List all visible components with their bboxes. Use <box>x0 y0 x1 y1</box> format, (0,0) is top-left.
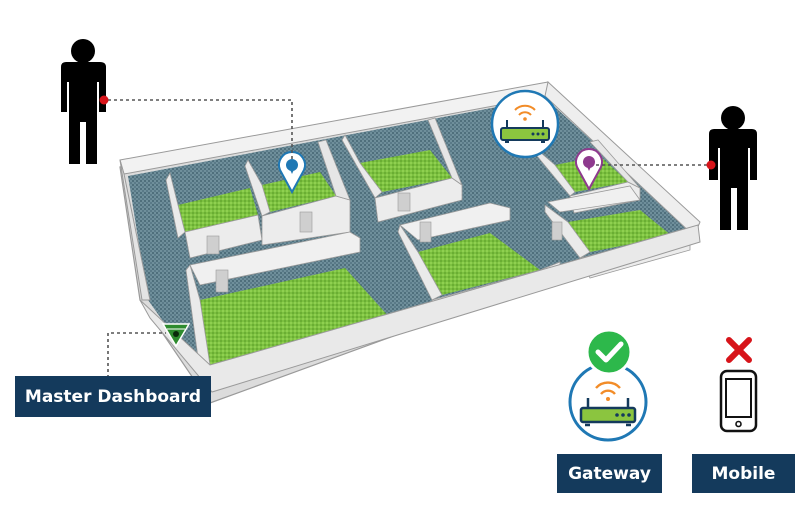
room-7 <box>185 231 390 373</box>
room-1 <box>165 171 263 259</box>
smartphone-icon <box>719 369 758 433</box>
mobile-label: Mobile <box>692 454 795 493</box>
purple-location-tag-icon <box>575 148 603 192</box>
wrist-tag-right-icon <box>706 160 716 170</box>
connector-lines <box>107 99 712 378</box>
cross-mark-icon <box>726 337 752 363</box>
front-wall <box>139 224 701 393</box>
person-right-icon <box>709 106 757 230</box>
dashboard-marker-icon <box>161 323 191 348</box>
master-dashboard-label: Master Dashboard <box>15 376 211 417</box>
gateway-in-building <box>490 89 560 159</box>
room-3 <box>341 117 463 223</box>
router-large-icon <box>579 381 637 427</box>
room-2 <box>244 139 351 246</box>
gateway-ring <box>490 89 560 159</box>
person-left-icon <box>61 39 106 164</box>
wrist-tag-left-icon <box>99 95 109 105</box>
building <box>119 81 701 404</box>
left-wall <box>119 159 151 301</box>
gateway-label: Gateway <box>557 454 662 493</box>
check-mark-icon <box>585 328 633 376</box>
router-icon <box>500 104 550 143</box>
